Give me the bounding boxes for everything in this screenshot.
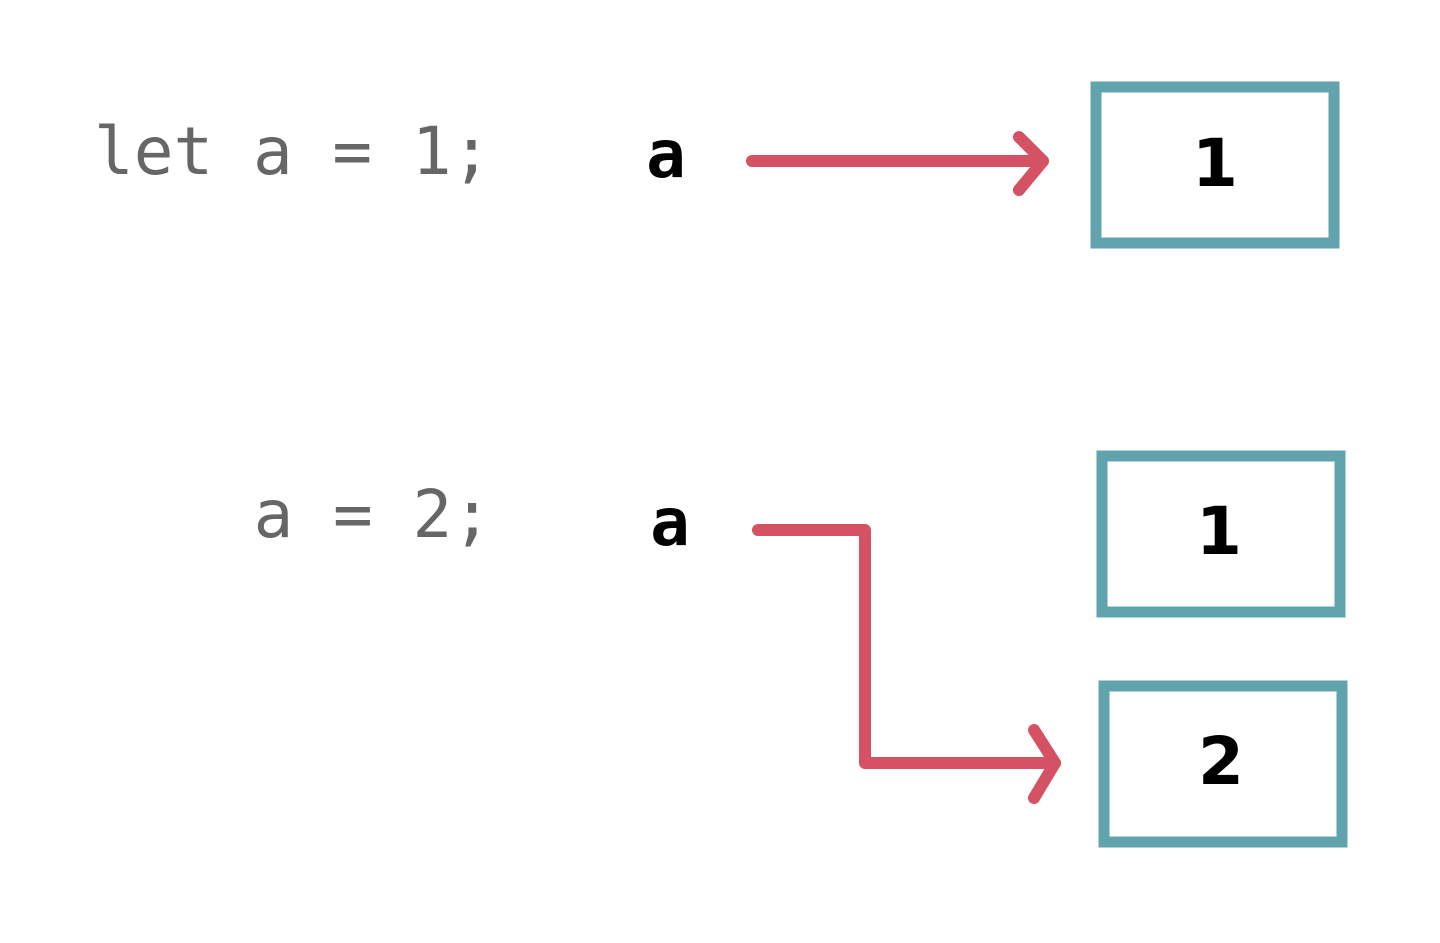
code-line-2: a = 2;	[254, 476, 492, 553]
value-box-new-label: 2	[1198, 723, 1244, 800]
code-line-1: let a = 1;	[94, 113, 491, 190]
value-box-old-border	[1096, 450, 1346, 618]
value-box-new: 2	[1098, 680, 1348, 848]
arrow-1-head	[1013, 131, 1049, 196]
value-box-new-border	[1098, 680, 1348, 848]
value-box-1: 1	[1090, 81, 1340, 249]
row-2: a = 2; a 1 2	[254, 450, 1348, 848]
arrow-2-head	[1028, 724, 1061, 804]
value-box-old-label: 1	[1196, 493, 1242, 570]
value-box-1-label: 1	[1192, 125, 1238, 202]
arrow-2-shaft	[752, 524, 1061, 769]
arrow-1	[746, 131, 1049, 196]
arrow-2	[752, 524, 1061, 804]
variable-label-2: a	[650, 484, 690, 561]
value-box-1-border	[1090, 81, 1340, 249]
row-1: let a = 1; a 1	[94, 81, 1340, 249]
variable-label-1: a	[646, 116, 686, 193]
value-box-old: 1	[1096, 450, 1346, 618]
